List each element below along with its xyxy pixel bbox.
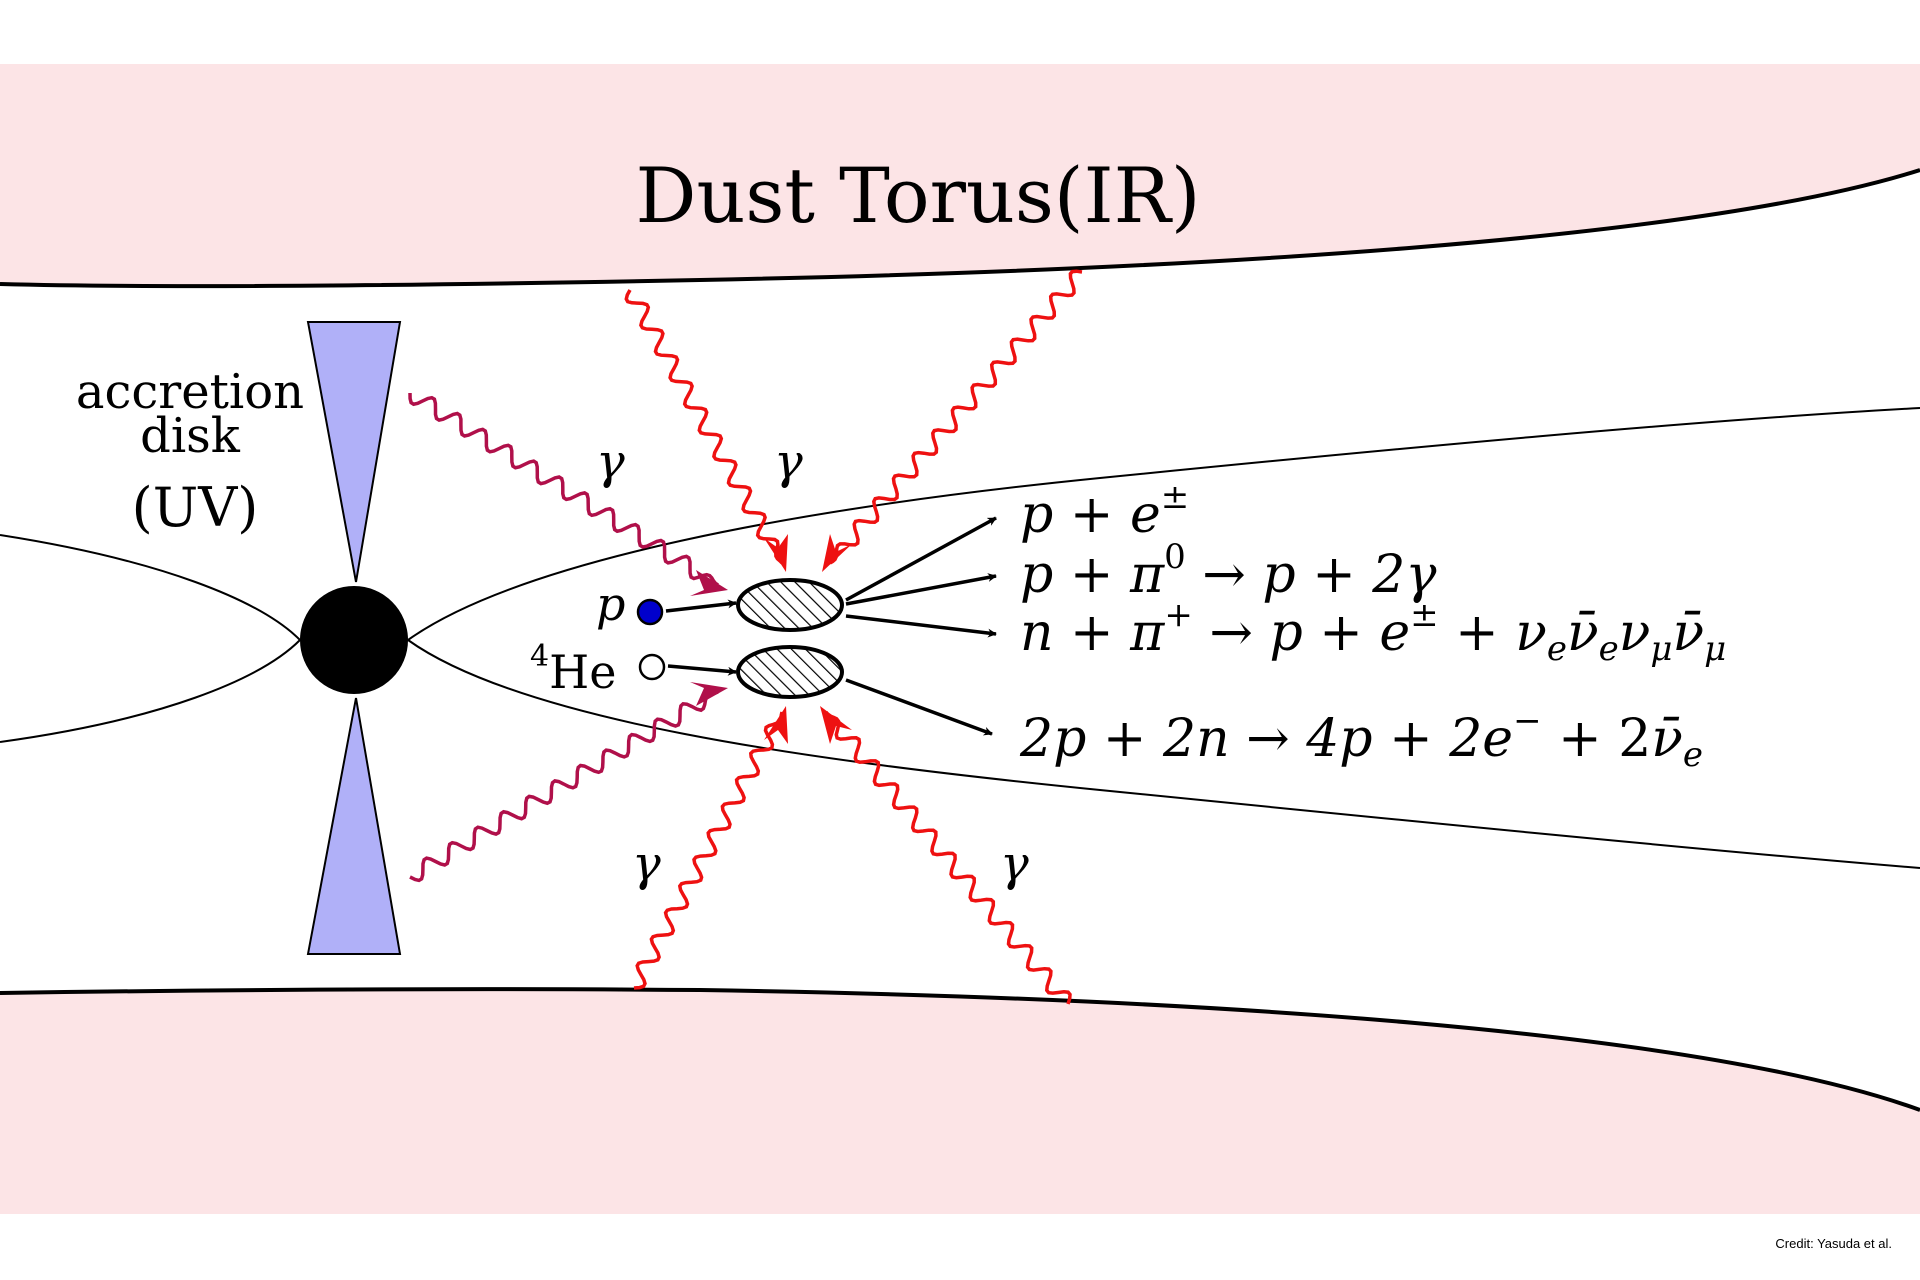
r4-a: 2p + 2n → 4p + 2e	[1019, 709, 1513, 769]
dust-torus-upper	[0, 64, 1920, 287]
r4-rest: + 2	[1542, 709, 1652, 769]
r2-op: +	[1053, 545, 1130, 605]
r3-nu1: ν	[1515, 603, 1547, 663]
reaction-3: n + π+ → p + e± + νeν̄eνμν̄μ	[1020, 595, 1726, 669]
photon-ir-upper-right	[829, 269, 1083, 565]
interaction-region-lower	[736, 645, 844, 699]
r3-nu2: ν̄	[1567, 603, 1599, 663]
proton-dot	[636, 598, 664, 626]
photon-uv-upper	[408, 392, 719, 587]
r3-nu3sub: μ	[1650, 629, 1672, 669]
r3-sup2: ±	[1410, 595, 1439, 635]
gamma-label-ir-lower-right: γ	[1000, 836, 1029, 892]
r2-a: p	[1020, 545, 1053, 605]
jet-cone-right-upper	[407, 407, 1920, 641]
r3-a: n	[1020, 603, 1054, 663]
r1-b: e	[1130, 485, 1161, 545]
helium-arrow	[667, 664, 737, 676]
gamma-label-ir-lower-left: γ	[632, 836, 661, 892]
photon-uv-lower-arrowhead	[690, 682, 728, 706]
proton-label: p	[596, 577, 625, 631]
photon-ir-upper-left	[624, 289, 784, 565]
photon-ir-lower-right	[824, 711, 1072, 1005]
accretion-disk-lower	[306, 697, 402, 955]
r2-b: π	[1129, 545, 1165, 605]
dust-torus-upper-edge	[0, 168, 1920, 289]
disk-label-line3: (UV)	[132, 476, 259, 539]
product-arrow-4	[845, 678, 993, 736]
torus-label: Dust Torus(IR)	[636, 151, 1201, 240]
r2-rest: → p + 2γ	[1186, 545, 1438, 605]
r3-rest2: +	[1439, 603, 1516, 663]
product-arrow-3	[845, 614, 997, 638]
product-arrow-1	[845, 516, 997, 602]
r3-op: +	[1054, 603, 1131, 663]
dust-torus-lower-edge	[0, 987, 1920, 1112]
photon-uv-upper-arrowhead	[690, 570, 728, 596]
photon-arrowheads	[690, 534, 852, 744]
accretion-disk-upper	[306, 321, 402, 583]
reaction-1: p + e±	[1020, 477, 1189, 545]
r4-nusub: e	[1683, 735, 1703, 775]
r3-nu1sub: e	[1547, 629, 1567, 669]
helium-mass-number: 4	[530, 639, 549, 674]
photon-ir-upper-left-arrowhead	[764, 534, 788, 572]
jet-cone-right-lower	[407, 639, 1920, 869]
r4-nu: ν̄	[1651, 709, 1683, 769]
disk-label-line1: accretion	[76, 364, 304, 420]
r3-nu2sub: e	[1599, 629, 1619, 669]
r4-sup: −	[1513, 701, 1542, 741]
credit-text: Credit: Yasuda et al.	[1775, 1236, 1892, 1251]
r3-nu4: ν̄	[1673, 603, 1705, 663]
product-arrow-2	[845, 573, 997, 606]
helium-label: 4He	[530, 639, 616, 699]
photon-ir-upper-right-arrowhead	[822, 534, 852, 572]
r1-sup: ±	[1161, 477, 1190, 517]
dust-torus-lower	[0, 989, 1920, 1214]
photon-uv-lower	[409, 690, 719, 883]
gamma-label-ir-upper: γ	[774, 434, 803, 490]
r3-nu3: ν	[1619, 603, 1651, 663]
gamma-label-uv-upper: γ	[596, 434, 625, 490]
helium-symbol: He	[549, 645, 616, 699]
photon-ir-lower-left	[633, 711, 784, 990]
reaction-list: p + e± p + π0 → p + 2γ n + π+ → p + e± +…	[1019, 477, 1726, 775]
disk-label-line2: disk	[140, 408, 241, 464]
photon-ir-lower-left-arrowhead	[764, 706, 788, 744]
r1-a: p	[1020, 485, 1053, 545]
r3-rest1: → p + e	[1193, 603, 1410, 663]
r1-op: +	[1053, 485, 1130, 545]
r3-b: π	[1129, 603, 1165, 663]
black-hole	[300, 586, 408, 694]
proton-arrow	[665, 599, 737, 613]
reaction-2: p + π0 → p + 2γ	[1020, 537, 1437, 605]
photon-ir-lower-right-arrowhead	[820, 706, 852, 744]
helium-dot	[638, 653, 666, 681]
reaction-4: 2p + 2n → 4p + 2e− + 2ν̄e	[1019, 701, 1703, 775]
photons	[408, 269, 1083, 1005]
r3-sup: +	[1164, 595, 1193, 635]
r2-sup: 0	[1164, 537, 1186, 577]
interaction-region-upper	[736, 578, 844, 632]
r3-nu4sub: μ	[1704, 629, 1726, 669]
